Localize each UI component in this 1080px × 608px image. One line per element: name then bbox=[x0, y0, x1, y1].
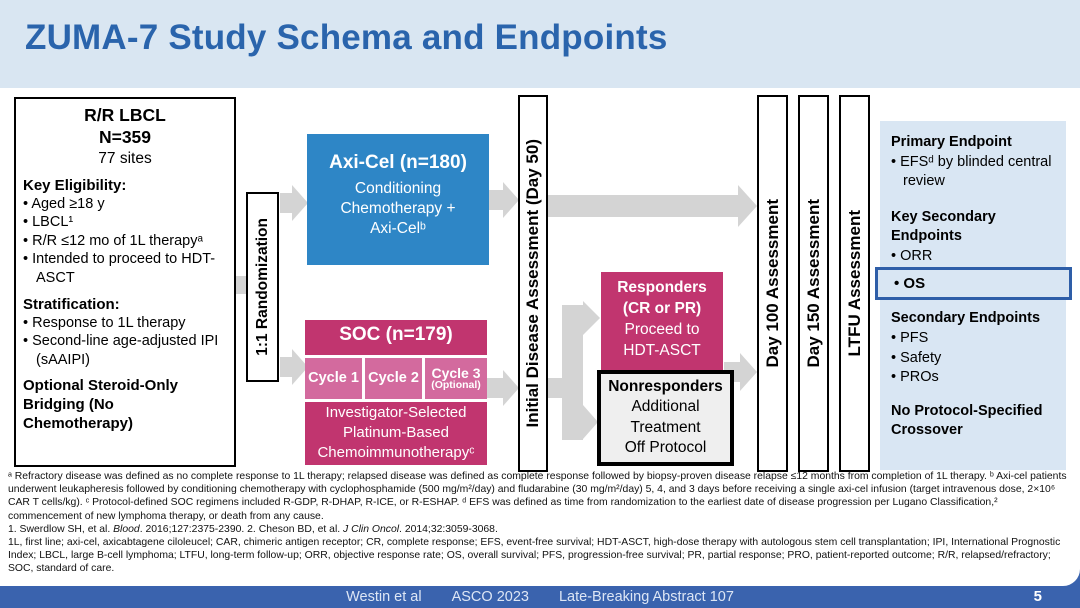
soc-description-box: Investigator-Selected Platinum-Based Che… bbox=[305, 402, 487, 465]
nonresponders-line: Additional bbox=[631, 398, 700, 416]
responders-line: (CR or PR) bbox=[622, 299, 702, 317]
eligibility-item: Intended to proceed to HDT-ASCT bbox=[23, 250, 227, 287]
secondary-item: Safety bbox=[891, 349, 1055, 369]
corner-decoration bbox=[1056, 569, 1080, 586]
key-eligibility-heading: Key Eligibility: bbox=[23, 176, 127, 194]
soc-desc-line: Platinum-Based bbox=[343, 423, 449, 441]
eligibility-item: Aged ≥18 y bbox=[23, 195, 227, 214]
responders-line: Proceed to bbox=[624, 320, 700, 338]
sample-size: N=359 bbox=[98, 127, 152, 148]
day150-assessment-box: Day 150 Assessment bbox=[798, 95, 829, 472]
secondary-item: PFS bbox=[891, 329, 1055, 349]
key-secondary-item-os: OS bbox=[894, 275, 925, 292]
arrow-randomization-to-soc-head bbox=[292, 349, 308, 385]
reference-journal: J Clin Oncol bbox=[343, 523, 400, 535]
arrow-soc-to-assessment-head bbox=[503, 370, 519, 406]
slide-footer: Westin et al ASCO 2023 Late-Breaking Abs… bbox=[0, 586, 1080, 608]
arrow-soc-to-assessment-bar bbox=[487, 378, 504, 398]
soc-arm-box: SOC (n=179) bbox=[305, 320, 487, 355]
nonresponders-line: Treatment bbox=[630, 418, 701, 436]
population-label: R/R LBCL bbox=[84, 105, 166, 125]
ltfu-assessment-box: LTFU Assessment bbox=[839, 95, 870, 472]
axicel-arm-box: Axi-Cel (n=180) Conditioning Chemotherap… bbox=[307, 134, 489, 265]
soc-desc-line: Investigator-Selected bbox=[325, 404, 467, 421]
arrow-axicel-to-assessment-bar bbox=[489, 190, 504, 210]
crossover-note: No Protocol-Specified Crossover bbox=[891, 402, 1043, 439]
eligibility-box: R/R LBCL N=359 77 sites Key Eligibility:… bbox=[14, 97, 236, 467]
reference-journal: Blood bbox=[113, 523, 140, 535]
initial-assessment-box: Initial Disease Assessment (Day 50) bbox=[518, 95, 548, 472]
footnote-definitions: ᵃ Refractory disease was defined as no c… bbox=[8, 471, 1067, 522]
soc-title: SOC (n=179) bbox=[339, 324, 453, 345]
arrow-randomization-to-axicel-head bbox=[292, 185, 308, 221]
axicel-line: Conditioning bbox=[354, 179, 442, 197]
nonresponders-line: Nonresponders bbox=[608, 378, 723, 395]
footnotes: ᵃ Refractory disease was defined as no c… bbox=[8, 470, 1074, 576]
eligibility-item: R/R ≤12 mo of 1L therapyᵃ bbox=[23, 232, 227, 251]
axicel-line: Axi-Celᵇ bbox=[370, 219, 426, 237]
page-number: 5 bbox=[1033, 588, 1042, 605]
randomization-label: 1:1 Randomization bbox=[253, 218, 271, 356]
axicel-line: Chemotherapy + bbox=[340, 199, 456, 217]
arrow-fork-to-responders-head bbox=[583, 301, 600, 335]
arrow-fork-to-nonresponders-head bbox=[583, 405, 598, 439]
initial-assessment-label: Initial Disease Assessment (Day 50) bbox=[523, 139, 542, 428]
primary-endpoint-heading: Primary Endpoint bbox=[891, 134, 1012, 150]
stratification-item: Second-line age-adjusted IPI (sAAIPI) bbox=[23, 332, 227, 369]
primary-endpoint-item: EFSᵈ by blinded central review bbox=[891, 153, 1055, 192]
os-highlight-box: OS bbox=[875, 267, 1072, 300]
arrow-assessment-to-day100-head bbox=[738, 185, 757, 227]
arrow-assessment-to-day100-bar bbox=[548, 195, 740, 217]
randomization-box: 1:1 Randomization bbox=[246, 192, 279, 382]
soc-desc-line: Chemoimmunotherapyᶜ bbox=[317, 443, 475, 461]
axicel-title: Axi-Cel (n=180) bbox=[329, 152, 467, 173]
day100-assessment-box: Day 100 Assessment bbox=[757, 95, 788, 472]
footer-conference: ASCO 2023 bbox=[451, 589, 529, 605]
eligibility-item: LBCL¹ bbox=[23, 213, 227, 232]
page-title: ZUMA-7 Study Schema and Endpoints bbox=[25, 18, 668, 57]
responders-box: Responders (CR or PR) Proceed to HDT-ASC… bbox=[601, 272, 723, 370]
sites-count: 77 sites bbox=[98, 149, 152, 167]
responders-line: Responders bbox=[617, 279, 707, 296]
footnote-abbreviations: 1L, first line; axi-cel, axicabtagene ci… bbox=[8, 537, 1061, 575]
responders-line: HDT-ASCT bbox=[623, 341, 701, 359]
arrow-randomization-to-soc-bar bbox=[280, 357, 294, 377]
cycle3-optional-note: (Optional) bbox=[431, 379, 481, 392]
day100-assessment-label: Day 100 Assessment bbox=[762, 199, 782, 368]
stratification-heading: Stratification: bbox=[23, 295, 120, 313]
arrow-axicel-to-assessment-head bbox=[503, 182, 519, 218]
arrow-responders-to-day100-head bbox=[740, 353, 757, 391]
bridging-note: Optional Steroid-Only Bridging (No Chemo… bbox=[23, 377, 179, 432]
day150-assessment-label: Day 150 Assessment bbox=[803, 199, 823, 368]
arrow-randomization-to-axicel-bar bbox=[280, 193, 294, 213]
footer-authors: Westin et al bbox=[346, 589, 422, 605]
slide-header: ZUMA-7 Study Schema and Endpoints bbox=[0, 0, 1080, 88]
secondary-item: PROs bbox=[891, 368, 1055, 388]
footer-abstract: Late-Breaking Abstract 107 bbox=[558, 589, 734, 605]
ltfu-assessment-label: LTFU Assessment bbox=[844, 210, 864, 357]
nonresponders-line: Off Protocol bbox=[624, 439, 707, 457]
cycle3-label: Cycle 3 bbox=[431, 364, 481, 381]
cycle2-label: Cycle 2 bbox=[368, 369, 419, 386]
arrow-eligibility-to-randomization bbox=[234, 276, 248, 294]
cycle1-label: Cycle 1 bbox=[308, 369, 359, 386]
key-secondary-heading: Key Secondary Endpoints bbox=[891, 208, 996, 245]
cycle1-box: Cycle 1 bbox=[305, 358, 362, 399]
footnote-references: 1. Swerdlow SH, et al. Blood. 2016;127:2… bbox=[8, 523, 498, 535]
cycle2-box: Cycle 2 bbox=[365, 358, 422, 399]
fork-vertical-bar bbox=[562, 305, 583, 440]
stratification-item: Response to 1L therapy bbox=[23, 314, 227, 333]
cycle3-box: Cycle 3 (Optional) bbox=[425, 358, 487, 399]
key-secondary-item-orr: ORR bbox=[891, 247, 1055, 267]
nonresponders-box: Nonresponders Additional Treatment Off P… bbox=[597, 370, 734, 466]
secondary-endpoints-heading: Secondary Endpoints bbox=[891, 310, 1041, 327]
